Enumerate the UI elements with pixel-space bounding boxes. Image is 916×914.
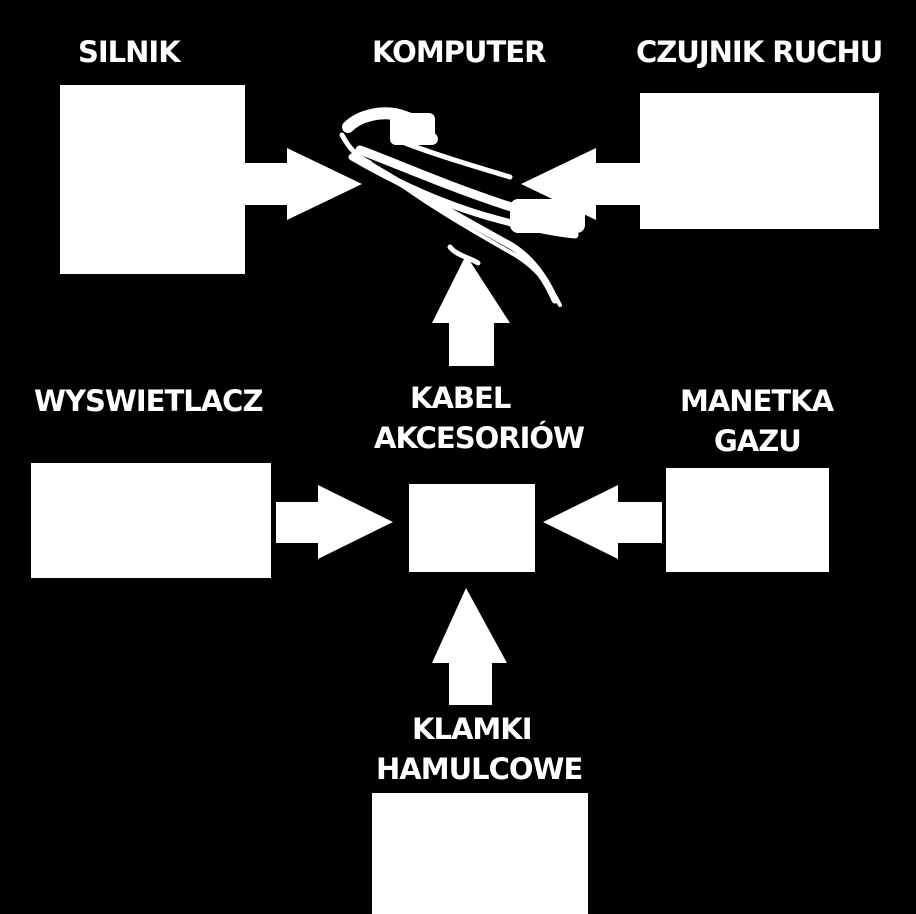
manetka-gazu-label-line1: MANETKA [680, 384, 834, 418]
arrow-kabel-to-komputer [432, 255, 510, 366]
silnik-label: SILNIK [78, 35, 181, 69]
arrow-wyswietlacz-to-kabel [276, 485, 393, 559]
kabel-akcesoriow-label-line1: KABEL [410, 381, 511, 415]
computer-cable-icon [339, 107, 585, 307]
arrow-klamki-to-kabel [432, 588, 507, 705]
arrow-manetka-to-kabel [543, 485, 662, 559]
kabel-akcesoriow-box [409, 484, 535, 572]
klamki-hamulcowe-label-line2: HAMULCOWE [376, 752, 583, 786]
klamki-hamulcowe-box [372, 793, 588, 914]
czujnik-ruchu-box [640, 93, 879, 229]
komputer-label: KOMPUTER [372, 35, 546, 69]
wyswietlacz-label: WYSWIETLACZ [34, 384, 263, 418]
arrow-silnik-to-komputer [243, 148, 362, 220]
arrow-czujnik-to-komputer [521, 148, 640, 220]
manetka-gazu-label-line2: GAZU [714, 424, 802, 458]
silnik-box [60, 85, 245, 274]
klamki-hamulcowe-label-line1: KLAMKI [412, 712, 533, 746]
wyswietlacz-box [31, 463, 271, 578]
kabel-akcesoriow-label-line2: AKCESORIÓW [374, 421, 585, 455]
manetka-gazu-box [666, 468, 829, 572]
czujnik-ruchu-label: CZUJNIK RUCHU [636, 35, 883, 69]
